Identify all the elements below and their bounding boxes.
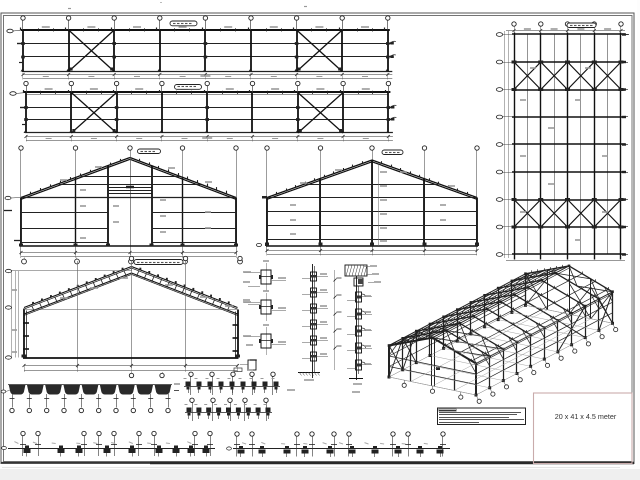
svg-text:20 x 41 x 4.5 meter: 20 x 41 x 4.5 meter — [555, 412, 617, 421]
